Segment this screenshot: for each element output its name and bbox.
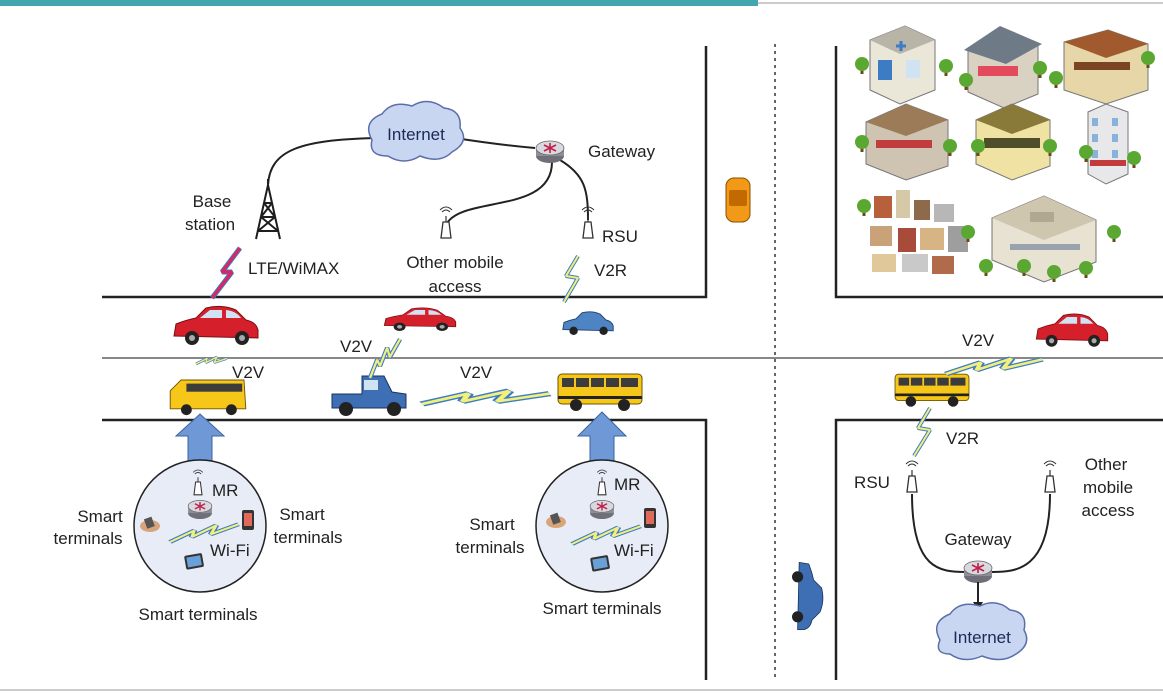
smart-terminals-label-d2: terminals — [456, 538, 525, 557]
lightning-icon-v2v-4 — [945, 357, 1042, 374]
smart-terminals-label-b2: terminals — [274, 528, 343, 547]
tablet-icon-center — [590, 555, 610, 572]
building-icon — [1087, 103, 1129, 185]
link-internet-gateway — [454, 137, 536, 149]
wifi-label-2: Wi-Fi — [614, 541, 654, 560]
smartphone-icon-center — [644, 508, 656, 528]
internet-label-right: Internet — [953, 628, 1011, 647]
other-right-label-1: Other — [1085, 455, 1128, 474]
tower-icon — [255, 179, 281, 240]
other-right-label-3: access — [1082, 501, 1135, 520]
base-station-label-2: station — [185, 215, 235, 234]
mr-label-2: MR — [614, 475, 640, 494]
building-icon — [1063, 29, 1149, 105]
header-bar — [0, 0, 758, 6]
v2v-label-1: V2V — [232, 363, 265, 382]
building-icon — [870, 190, 968, 274]
link-internet-tower — [267, 137, 376, 186]
link-rsu-gateway-right — [911, 493, 967, 573]
car-icon-vertical-bottom — [791, 561, 824, 631]
bus-icon-right — [894, 373, 970, 408]
link-gateway-other — [445, 161, 553, 226]
v2r-label-right: V2R — [946, 429, 979, 448]
car-icon-red-right — [1035, 313, 1109, 348]
smart-terminals-label-d1: Smart — [469, 515, 515, 534]
gateway-label-top: Gateway — [588, 142, 656, 161]
router-icon-mr-left — [187, 499, 213, 520]
car-icon-red-left — [173, 305, 259, 346]
smart-terminals-label-b1: Smart — [279, 505, 325, 524]
road-lines — [102, 46, 1163, 680]
bus-icon-school-left — [169, 379, 247, 416]
city-buildings — [855, 25, 1155, 283]
lte-label: LTE/WiMAX — [248, 259, 339, 278]
hand-device-icon-left — [140, 516, 160, 532]
internet-cloud-right: Internet — [935, 602, 1028, 661]
building-icon — [991, 195, 1097, 283]
mr-label-1: MR — [212, 481, 238, 500]
other-top-label-1: Other mobile — [406, 253, 503, 272]
lightning-icon-v2v-3 — [422, 391, 550, 404]
base-station-label-1: Base — [193, 192, 232, 211]
router-icon-mr-center — [589, 499, 615, 520]
truck-icon — [331, 375, 407, 416]
smart-terminals-label-e: Smart terminals — [542, 599, 661, 618]
building-icon — [975, 103, 1051, 181]
internet-label-top: Internet — [387, 125, 445, 144]
building-icon — [865, 103, 949, 181]
rsu-label-top: RSU — [602, 227, 638, 246]
v2v-label-2: V2V — [340, 337, 373, 356]
antenna-icon-other-top — [439, 206, 453, 239]
smartphone-icon-left — [242, 510, 254, 530]
router-icon — [535, 140, 565, 164]
arrow-up-center — [576, 411, 628, 463]
lightning-icon-v2r-top — [562, 254, 580, 304]
tablet-icon-left — [184, 553, 204, 570]
mobile-router-cluster-center — [535, 459, 669, 593]
smart-terminals-label-a1: Smart — [77, 507, 123, 526]
building-icon — [964, 26, 1042, 109]
v2v-label-3: V2V — [460, 363, 493, 382]
smart-terminals-label-a2: terminals — [54, 529, 123, 548]
v2v-label-4: V2V — [962, 331, 995, 350]
other-top-label-2: access — [429, 277, 482, 296]
router-icon-right — [963, 560, 993, 584]
rsu-label-right: RSU — [854, 473, 890, 492]
arrow-up-left — [174, 413, 226, 463]
mobile-router-cluster-left — [133, 459, 267, 593]
v2r-label-top: V2R — [594, 261, 627, 280]
car-icon-sports — [383, 307, 457, 332]
gateway-label-right: Gateway — [944, 530, 1012, 549]
other-right-label-2: mobile — [1083, 478, 1133, 497]
wifi-label-1: Wi-Fi — [210, 541, 250, 560]
antenna-icon-other-right — [1043, 460, 1057, 493]
link-other-gateway-right — [991, 493, 1051, 573]
antenna-icon-rsu-right — [905, 460, 919, 493]
car-icon-vertical-top — [725, 177, 751, 223]
car-icon-blue-small — [562, 311, 614, 335]
building-icon — [869, 25, 936, 105]
smart-terminals-label-c: Smart terminals — [138, 605, 257, 624]
bus-icon-center — [557, 373, 643, 412]
link-gateway-rsu — [559, 159, 589, 221]
hand-device-icon-center — [546, 512, 566, 528]
internet-cloud-top: Internet — [367, 100, 465, 162]
